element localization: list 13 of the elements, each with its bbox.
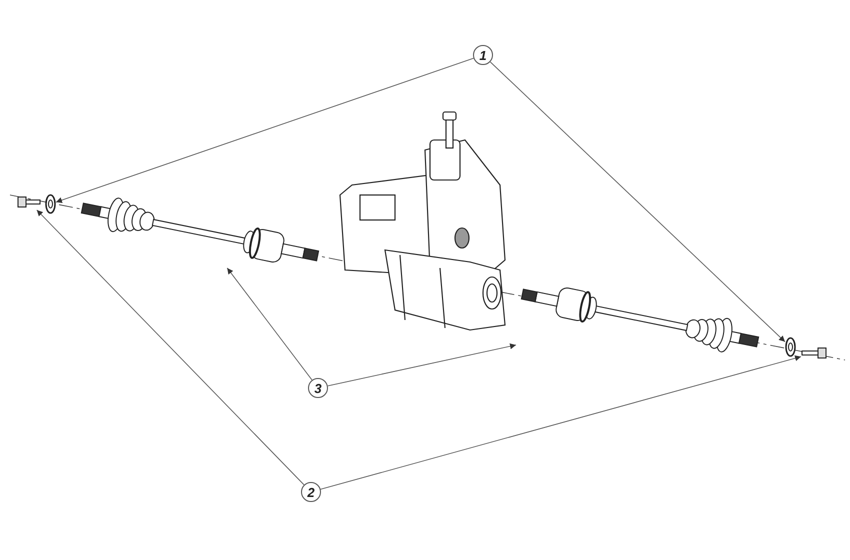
- leader-line: [490, 62, 786, 342]
- callout-number: 2: [301, 482, 321, 502]
- bolt-drawing: [17, 194, 41, 210]
- bolt-drawing: [801, 345, 827, 361]
- leader-line: [327, 343, 516, 386]
- leader-line: [226, 268, 312, 380]
- callout-number: 3: [308, 378, 328, 398]
- callout-number: 1: [473, 45, 493, 65]
- washer-drawing: [785, 337, 796, 357]
- leader-line: [36, 210, 304, 486]
- washer-drawing: [45, 194, 56, 214]
- leader-line: [320, 355, 802, 490]
- leader-line: [56, 58, 474, 203]
